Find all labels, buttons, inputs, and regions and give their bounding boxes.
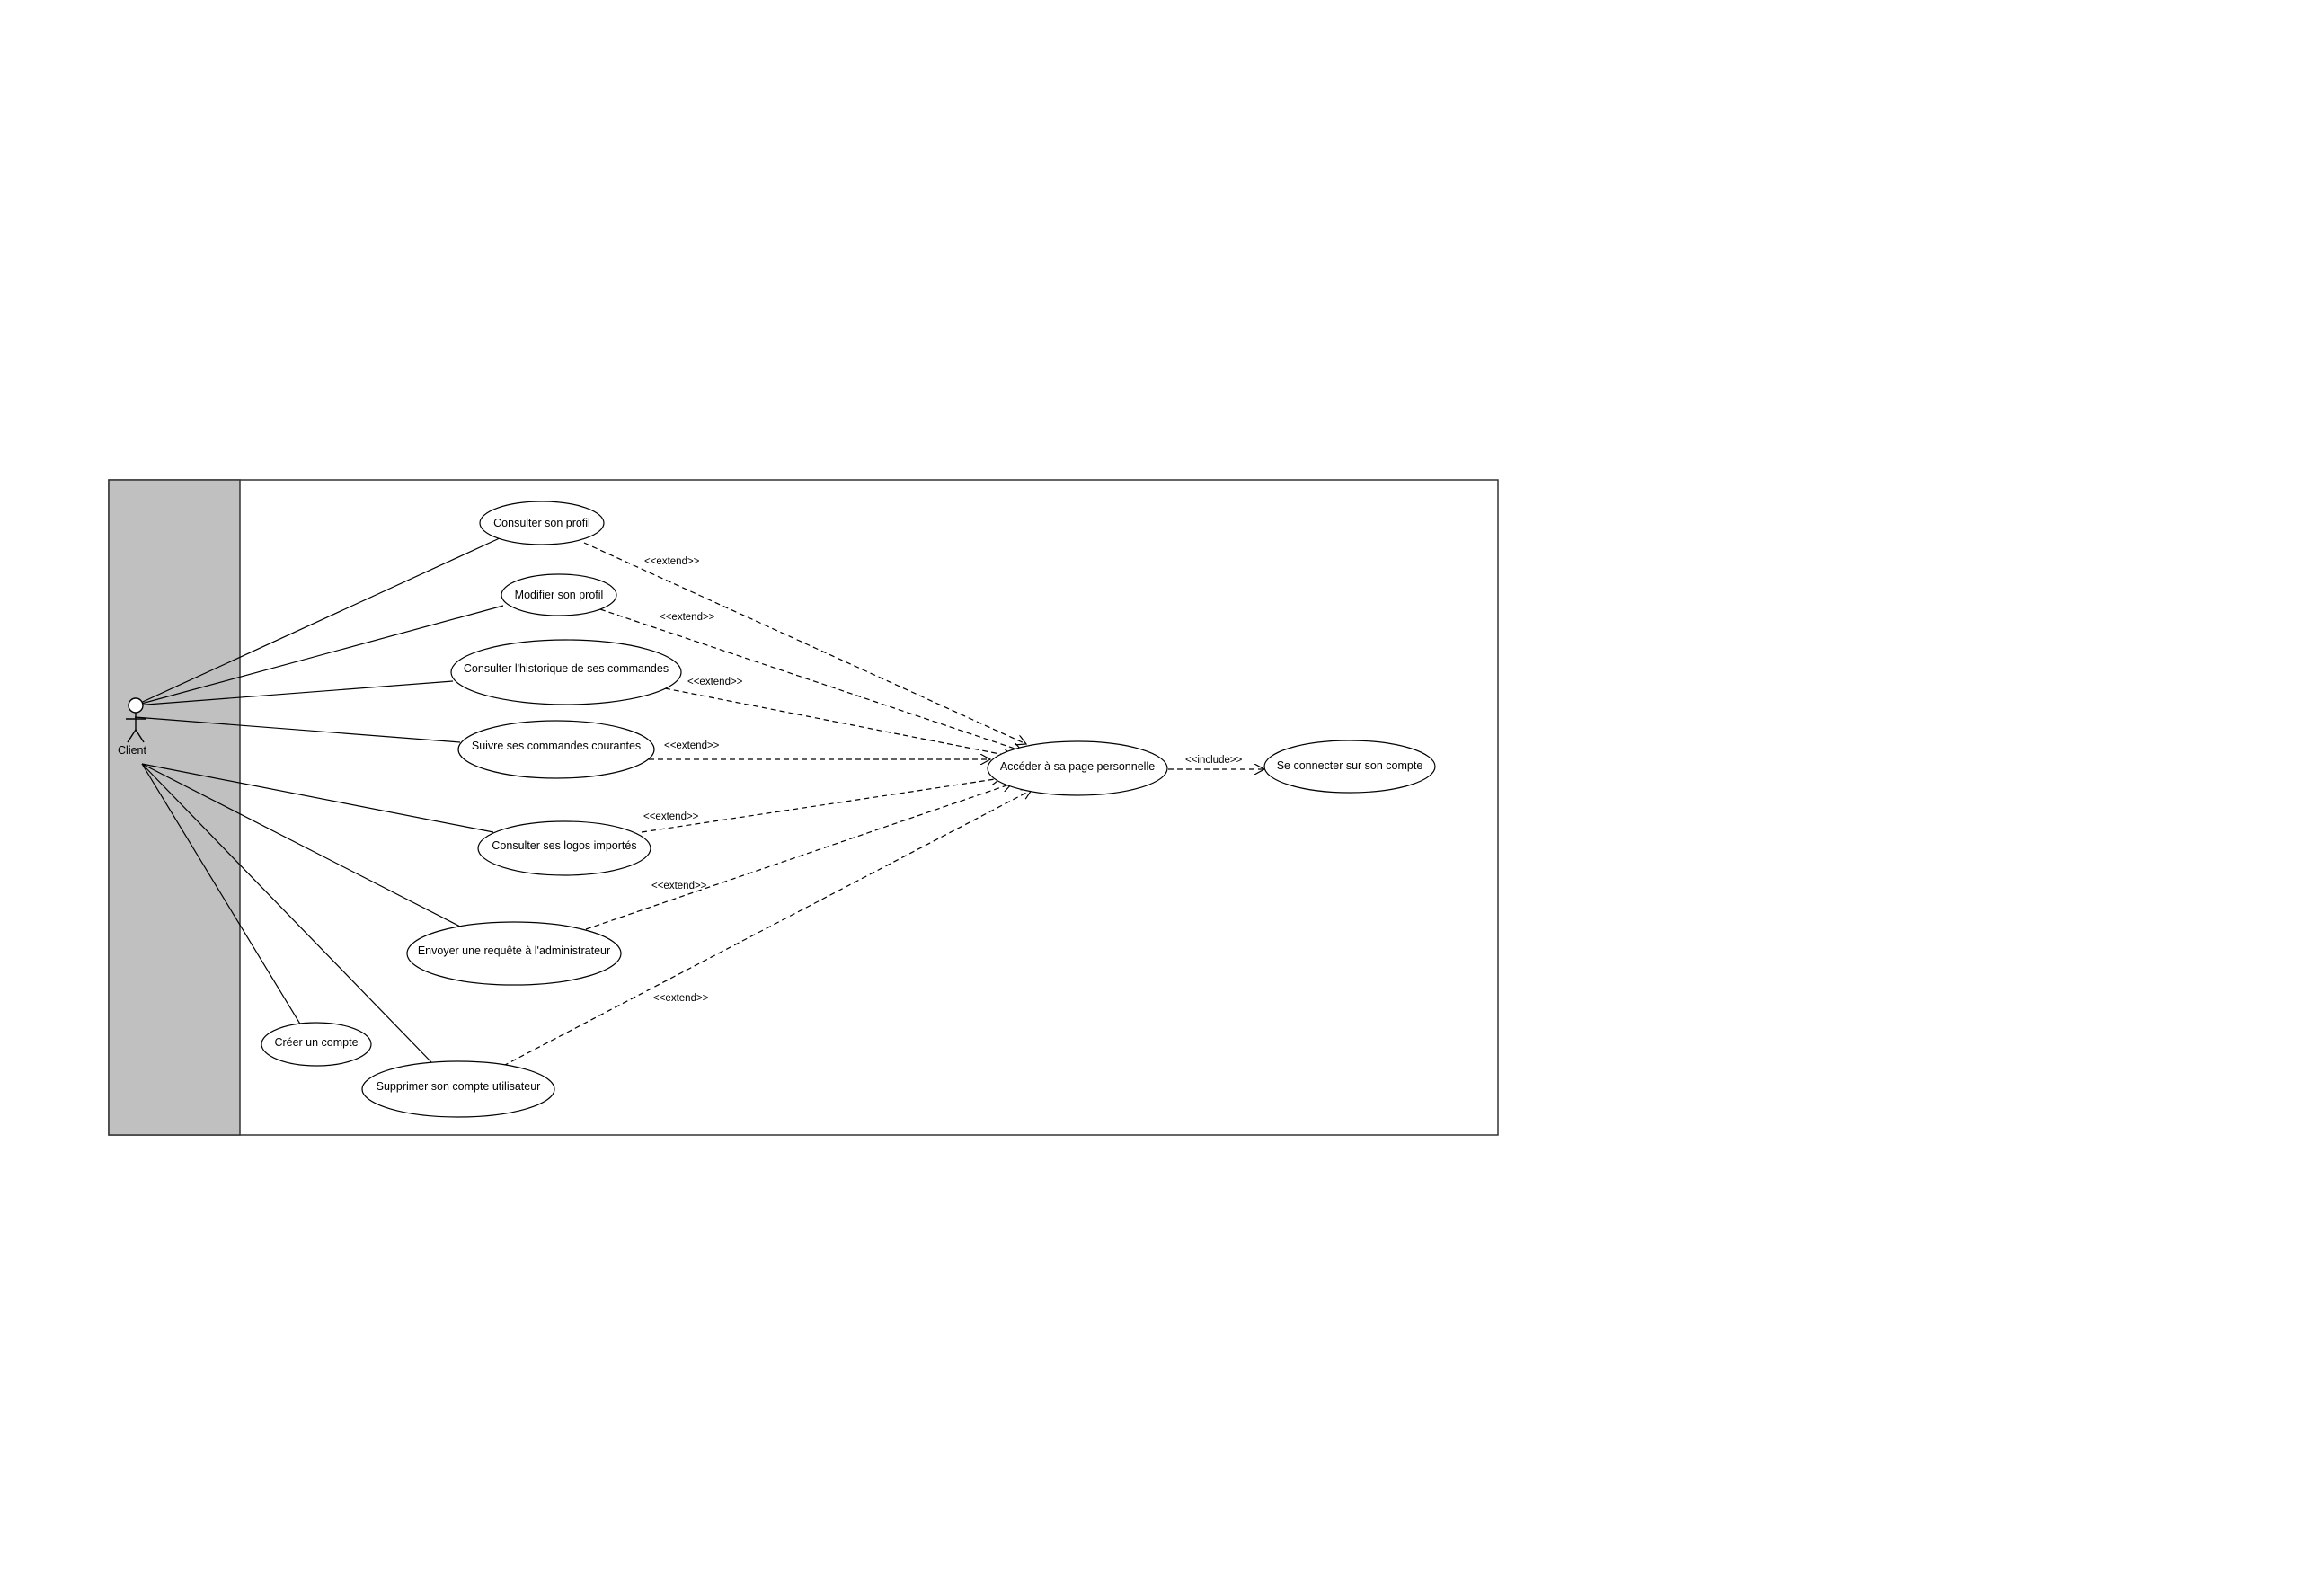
actor-label: Client xyxy=(118,744,146,757)
use-case-modifier-profil[interactable]: Modifier son profil xyxy=(501,573,617,616)
use-case-envoyer-requete[interactable]: Envoyer une requête à l'administrateur xyxy=(406,921,622,986)
use-case-label: Créer un compte xyxy=(274,1036,358,1049)
use-case-supprimer-compte[interactable]: Supprimer son compte utilisateur xyxy=(361,1060,555,1118)
extend-line-6[interactable] xyxy=(585,784,1012,930)
assoc-consulter-historique[interactable] xyxy=(134,680,454,706)
actor-head-icon xyxy=(128,697,144,714)
use-case-label: Accéder à sa page personnelle xyxy=(1000,760,1155,773)
assoc-supprimer-compte[interactable] xyxy=(141,763,434,1065)
use-cases: Consulter son profil Modifier son profil… xyxy=(261,501,1436,1118)
associations xyxy=(134,536,504,1065)
extend-line-1[interactable] xyxy=(583,542,1026,744)
use-case-label: Se connecter sur son compte xyxy=(1277,759,1423,772)
extend-label-4: <<extend>> xyxy=(664,740,720,751)
extend-label-6: <<extend>> xyxy=(651,881,707,891)
use-case-suivre-commandes[interactable]: Suivre ses commandes courantes xyxy=(457,720,655,779)
dependencies xyxy=(502,542,1264,1067)
assoc-modifier-profil[interactable] xyxy=(134,605,504,706)
extend-line-5[interactable] xyxy=(641,778,1001,833)
use-case-se-connecter[interactable]: Se connecter sur son compte xyxy=(1263,740,1436,794)
use-case-label: Modifier son profil xyxy=(515,589,604,601)
extend-label-7: <<extend>> xyxy=(653,993,709,1004)
extend-line-3[interactable] xyxy=(664,687,1014,757)
assoc-consulter-profil[interactable] xyxy=(134,536,502,706)
extend-label-1: <<extend>> xyxy=(644,556,700,567)
assoc-consulter-logos[interactable] xyxy=(141,763,494,833)
include-label-1: <<include>> xyxy=(1185,755,1243,766)
extend-label-2: <<extend>> xyxy=(660,612,715,623)
use-case-label: Consulter ses logos importés xyxy=(492,839,636,852)
extend-label-3: <<extend>> xyxy=(687,677,743,687)
use-case-creer-compte[interactable]: Créer un compte xyxy=(261,1022,372,1067)
assoc-envoyer-requete[interactable] xyxy=(141,763,465,929)
assoc-suivre-commandes[interactable] xyxy=(134,716,461,743)
stereotype-labels: <<extend>> <<extend>> <<extend>> <<exten… xyxy=(643,556,1243,1004)
use-case-label: Consulter l'historique de ses commandes xyxy=(464,662,669,675)
use-case-label: Suivre ses commandes courantes xyxy=(472,740,641,752)
use-case-consulter-logos[interactable]: Consulter ses logos importés xyxy=(477,820,651,876)
extend-label-5: <<extend>> xyxy=(643,811,699,822)
extend-line-2[interactable] xyxy=(599,608,1023,751)
use-case-label: Supprimer son compte utilisateur xyxy=(377,1080,541,1093)
use-case-label: Envoyer une requête à l'administrateur xyxy=(418,944,610,957)
use-case-consulter-historique[interactable]: Consulter l'historique de ses commandes xyxy=(450,639,682,705)
extend-line-7[interactable] xyxy=(502,790,1032,1067)
use-case-label: Consulter son profil xyxy=(493,517,590,529)
actor-client[interactable] xyxy=(126,697,146,743)
use-case-consulter-profil[interactable]: Consulter son profil xyxy=(479,501,605,545)
use-case-acceder-page[interactable]: Accéder à sa page personnelle xyxy=(987,740,1168,796)
assoc-creer-compte[interactable] xyxy=(141,763,305,1031)
actor-band xyxy=(108,479,241,1136)
